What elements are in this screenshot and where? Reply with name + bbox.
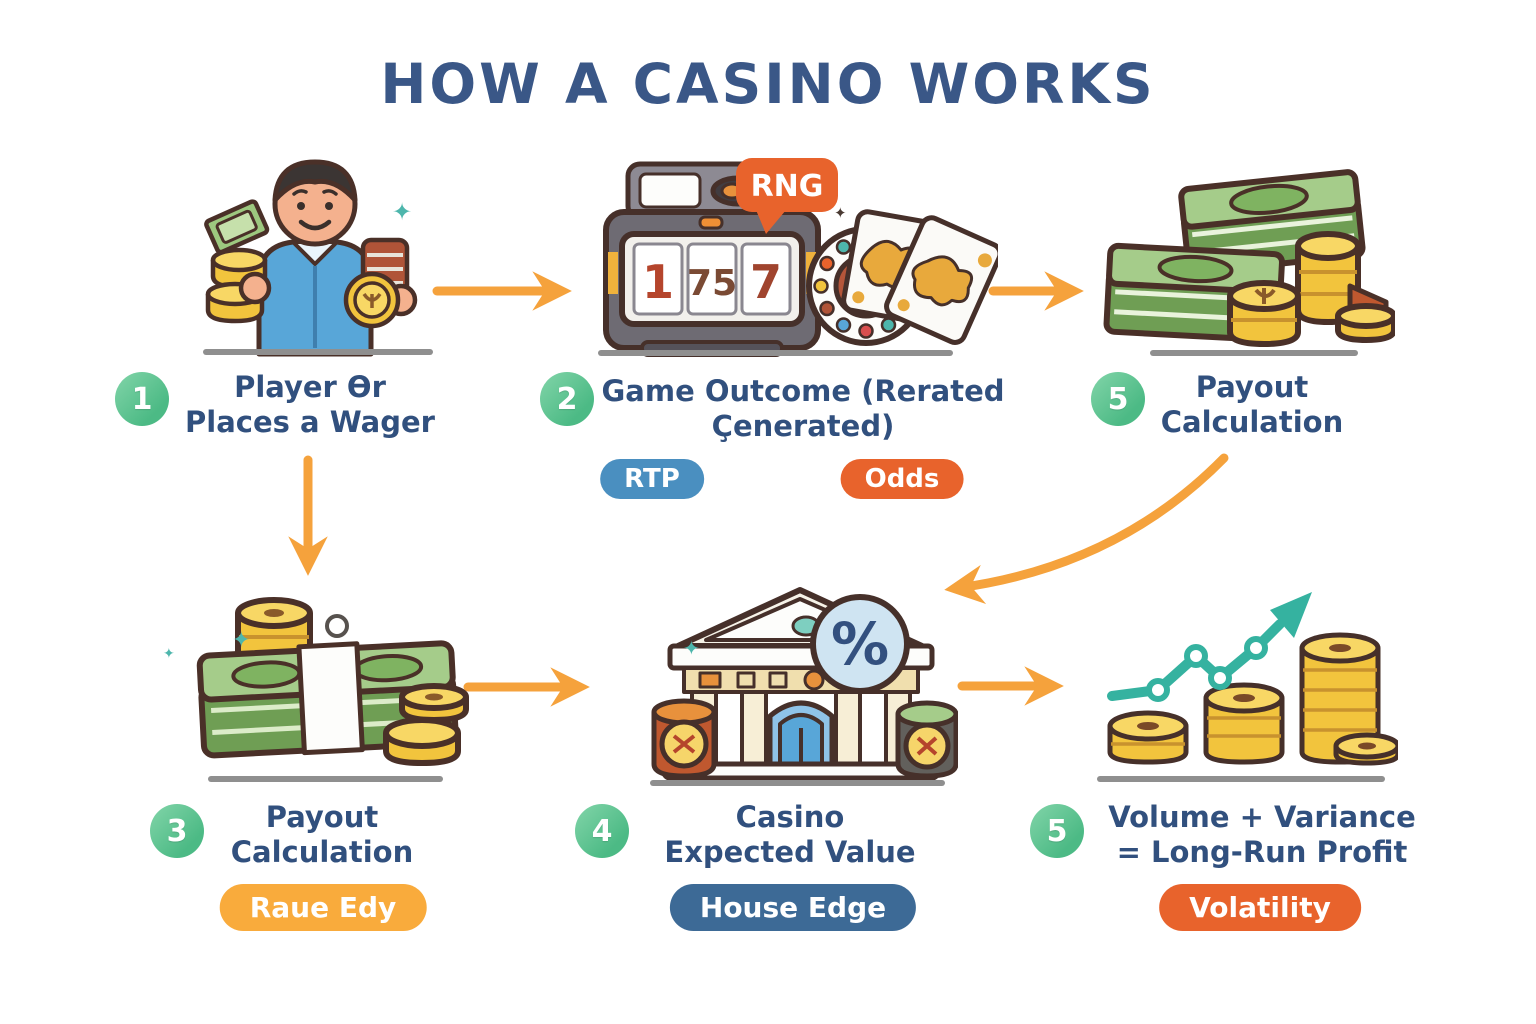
step-5-top-label: Payout Calculation [1161,370,1344,440]
ground-line [208,776,443,782]
step-5-bottom-label-line2: = Long-Run Profit [1116,834,1408,869]
player-eye [325,202,333,210]
badge-odds: Odds [840,459,964,499]
infographic-title: HOW A CASINO WORKS [380,52,1156,116]
ground-line [650,780,945,786]
ground-line [203,349,433,355]
step-5-bottom-label-line1: Volume + Variance [1108,800,1416,834]
step-5-top-label-line1: Payout [1195,370,1309,404]
ground-line [1097,776,1385,782]
step-1-number: 1 [115,372,169,426]
player-illustration [204,159,418,357]
step-2-label-line1: Game Outcome (Rerated [601,374,1005,408]
badge-raue-edy: Raue Edy [219,884,427,931]
step-4-label-line1: Casino [735,800,845,834]
payout-money-illustration [1103,169,1395,347]
slot-machine-illustration: 1 75 7 [603,158,998,357]
percent-circle [810,594,910,694]
cash-coins-left-hand [204,199,272,324]
rng-bubble: RNG [736,158,838,234]
rng-label: RNG [751,169,824,204]
step-4-label-line2: Expected Value [664,834,916,869]
badge-rtp: RTP [600,459,704,499]
percent-sign: % [831,610,889,678]
step-5-top-label-line2: Calculation [1160,404,1344,439]
badge-volatility: Volatility [1159,884,1361,931]
step-5-bottom-number: 5 [1030,804,1084,858]
chip-jar-right [895,700,958,779]
banded-cash-illustration [196,597,469,766]
step-3-number: 3 [150,804,204,858]
step-1-label: Player Ɵr Places a Wager [185,370,435,440]
coin-growth-illustration [1107,592,1398,766]
playing-cards-icon [841,209,998,345]
circle-decoration [325,614,349,638]
growth-arrow-icon [1107,592,1312,702]
step-3-label: Payout Calculation [231,800,414,870]
step-2-number: 2 [540,372,594,426]
step-5-bottom-label: Volume + Variance = Long-Run Profit [1108,800,1416,870]
chip-jar-left [651,698,717,779]
step-3-label-line2: Calculation [230,834,414,869]
slot-reel-1: 1 [642,255,674,309]
sparkle-icon: ✦ [163,646,175,662]
sparkle-icon: ✦ [834,204,847,222]
sparkle-icon: ✦ [232,628,251,653]
chips-coin-right-hand [343,237,418,329]
player-eye [297,202,305,210]
step-2-label: Game Outcome (Rerated Çenerated) [601,374,1004,444]
badge-house-edge: House Edge [669,884,917,931]
step-1-label-line1: Player Ɵr [234,370,386,404]
slot-reel-2: 75 [687,263,737,304]
step-3-label-line1: Payout [265,800,379,834]
sparkle-icon: ✦ [683,636,700,660]
sparkle-icon: ✦ [392,198,413,226]
ground-line [1150,350,1358,356]
arrow-payout-to-casino-curved [944,453,1229,605]
casino-building-illustration: % [651,587,958,781]
ground-line [598,350,953,356]
step-5-top-number: 5 [1091,372,1145,426]
step-1-label-line2: Places a Wager [185,404,435,439]
step-2-label-line2: Çenerated) [711,408,895,443]
step-4-number: 4 [575,804,629,858]
step-4-label: Casino Expected Value [664,800,915,870]
slot-reel-3: 7 [750,255,782,309]
